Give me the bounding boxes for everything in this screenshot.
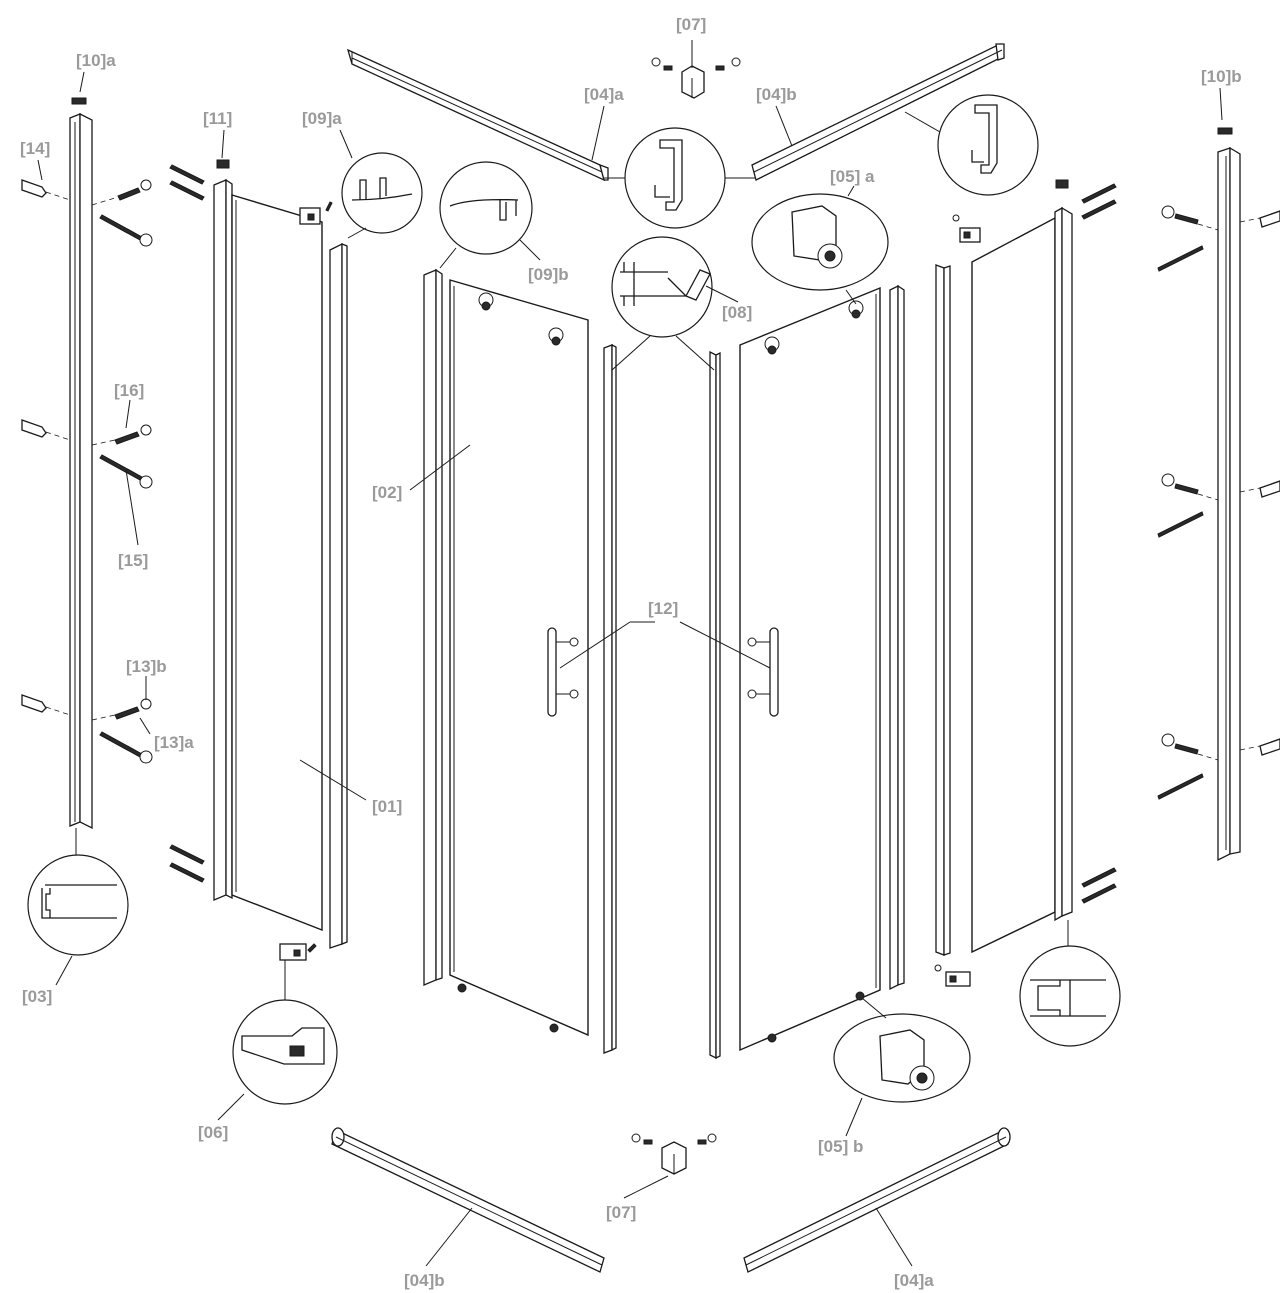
part-labels: [10]a [14] [11] [09]a [09]b [07] [04]a [… (20, 15, 1242, 1290)
roller-detail-05a (751, 193, 889, 305)
label-16: [16] (114, 381, 144, 400)
wall-plugs-left (21, 179, 71, 716)
seal-strip-08-right (709, 350, 721, 1060)
bottom-rail-04b (331, 1127, 605, 1273)
fixed-panel-right (971, 179, 1073, 954)
handle-left (547, 627, 579, 717)
rail-profile-detail-top (604, 127, 756, 229)
label-13a: [13]a (154, 733, 194, 752)
seal-profile-detail-09b (439, 161, 533, 269)
label-04b-top: [04]b (756, 85, 797, 104)
top-rail-04a (346, 48, 609, 182)
panel-screws-right (1081, 183, 1117, 904)
wall-plugs-right (1239, 210, 1280, 756)
label-07-top: [07] (676, 15, 706, 34)
label-04b-bottom: [04]b (404, 1271, 445, 1290)
wall-profile-right (1217, 127, 1241, 862)
seal-strip-08-left (603, 343, 617, 1054)
screws-right (1157, 205, 1219, 800)
label-13b: [13]b (126, 657, 167, 676)
profile-detail-03 (27, 854, 129, 956)
bracket-top-left (299, 201, 333, 225)
label-10a: [10]a (76, 51, 116, 70)
bracket-bottom-left (279, 943, 317, 961)
handle-right (747, 627, 779, 717)
bracket-detail-06 (232, 999, 338, 1105)
bracket-bottom-right (934, 964, 971, 987)
seal-strip-09a (329, 242, 348, 949)
profile-detail-right-bottom (1019, 945, 1121, 1047)
top-rail-04b (751, 43, 1005, 181)
seal-profile-detail-09a (341, 152, 423, 239)
panel-screws-left (169, 164, 205, 883)
bracket-top-right (952, 214, 981, 243)
label-11: [11] (203, 109, 232, 128)
label-08: [08] (722, 303, 752, 322)
door-panel-left (423, 268, 589, 1037)
screws-left (91, 179, 153, 764)
rail-profile-detail-right (904, 94, 1039, 196)
label-10b: [10]b (1201, 67, 1242, 86)
wall-profile-left (69, 97, 93, 830)
label-04a-top: [04]a (584, 85, 624, 104)
label-04a-bottom: [04]a (894, 1271, 934, 1290)
leader-lines (37, 71, 1223, 1267)
label-12: [12] (648, 599, 678, 618)
corner-connector-07-bottom (631, 1133, 717, 1175)
seal-profile-detail-08 (611, 236, 715, 371)
door-panel-right (739, 284, 905, 1052)
label-05a: [05] a (830, 167, 875, 186)
label-09b: [09]b (528, 265, 569, 284)
label-02: [02] (372, 483, 402, 502)
label-15: [15] (118, 551, 148, 570)
seal-strip-right (935, 264, 951, 956)
fixed-panel-left (213, 159, 323, 932)
label-09a: [09]a (302, 109, 342, 128)
label-01: [01] (372, 797, 402, 816)
roller-detail-05b (833, 997, 971, 1103)
label-14: [14] (20, 139, 50, 158)
corner-connector-07-top (651, 57, 741, 99)
label-07-bottom: [07] (606, 1203, 636, 1222)
label-05b: [05] b (818, 1137, 863, 1156)
bottom-rail-04a (743, 1127, 1011, 1273)
label-06: [06] (198, 1123, 228, 1142)
label-03: [03] (22, 987, 52, 1006)
